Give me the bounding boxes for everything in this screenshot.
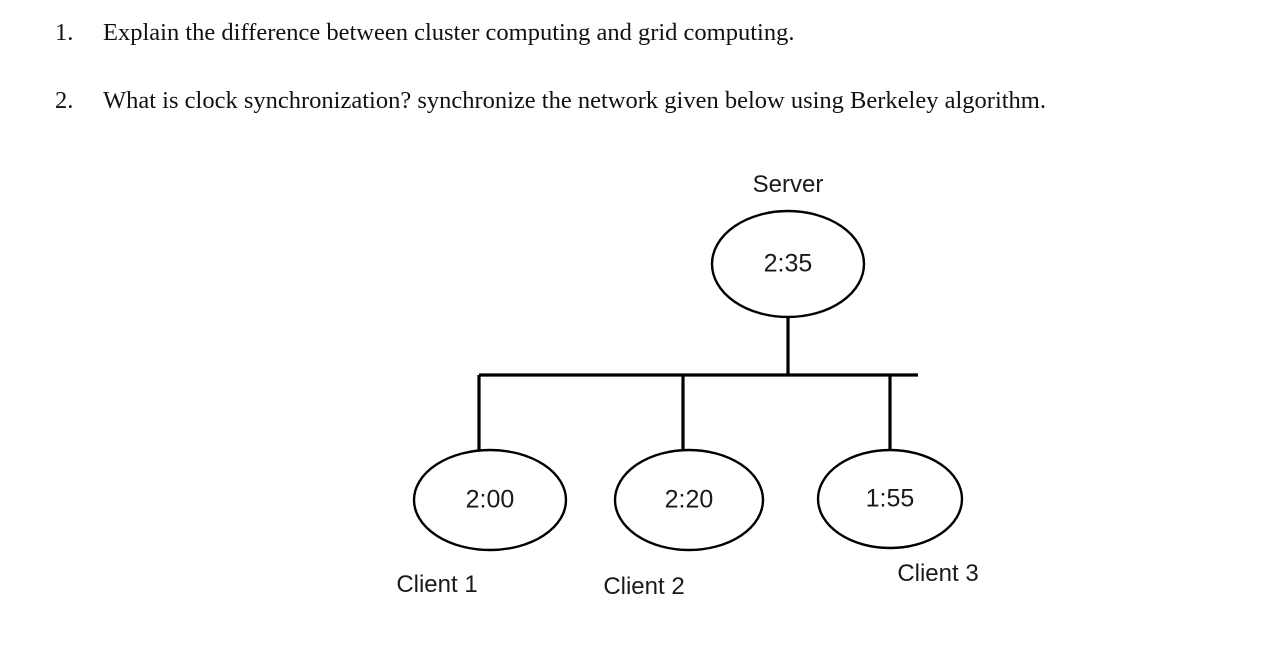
client-3-caption: Client 3 — [897, 560, 978, 587]
client-3-clock-value: 1:55 — [866, 485, 915, 513]
question-list: 1. Explain the difference between cluste… — [0, 0, 1267, 114]
server-clock-value: 2:35 — [764, 250, 813, 278]
client-1-caption: Client 1 — [396, 571, 477, 598]
question-item-2: 2. What is clock synchronization? synchr… — [0, 80, 1267, 122]
server-caption: Server — [753, 171, 824, 198]
question-text: What is clock synchronization? synchroni… — [103, 87, 1046, 114]
network-diagram: Server 2:35 2:00 Client 1 2:20 Client 2 … — [380, 160, 1020, 630]
client-1-clock-value: 2:00 — [466, 486, 515, 514]
client-1-node — [412, 448, 568, 552]
question-number: 1. — [55, 19, 74, 46]
client-2-clock-value: 2:20 — [665, 486, 714, 514]
question-text: Explain the difference between cluster c… — [103, 19, 795, 46]
question-number: 2. — [55, 87, 74, 114]
client-3-node — [816, 448, 964, 550]
question-item-1: 1. Explain the difference between cluste… — [0, 12, 1267, 54]
client-2-node — [613, 448, 765, 552]
client-2-caption: Client 2 — [603, 573, 684, 600]
